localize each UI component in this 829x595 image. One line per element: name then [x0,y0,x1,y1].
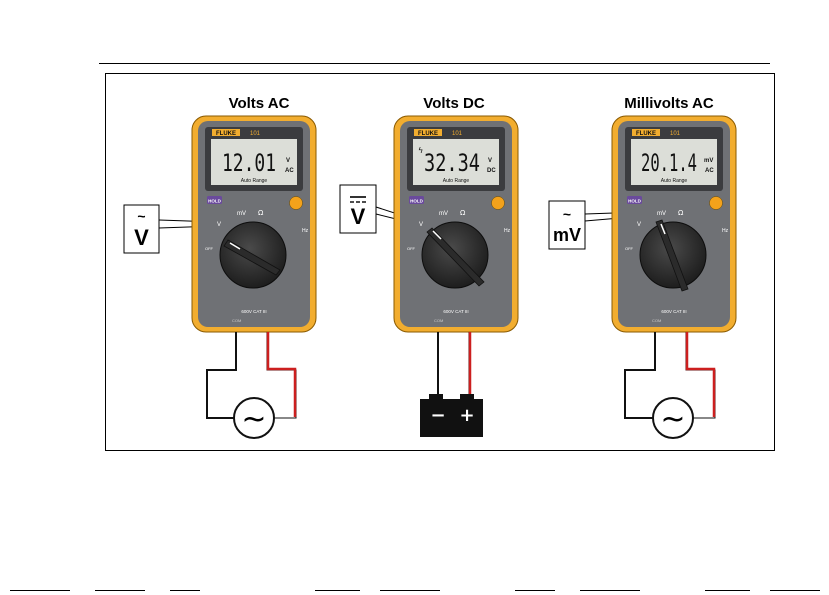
terminal-rating: 600V CAT III [443,309,468,314]
ac-source-icon: ~ [660,402,685,437]
panel-volts-ac: Volts AC ~ V FLUKE 101 12.01 V AC Auto R… [124,95,316,438]
lcd-reading: 12.01 [222,149,276,177]
auto-range-label: Auto Range [661,178,688,184]
lcd-unit: mV [704,158,713,164]
dial-label-ohm: Ω [460,209,466,217]
lcd-unit-mode: DC [487,168,496,174]
dial-label-hz: Hz [302,228,309,234]
page-edge-marks [0,586,829,595]
dial-label-mv: mV [237,211,246,217]
terminal-com-label: COM [232,318,241,323]
dial-label-ohm: Ω [678,209,684,217]
test-lead-black [207,332,236,418]
dial-label-mv: mV [657,211,666,217]
test-lead-black [625,332,655,418]
dial-label-hz: Hz [504,228,511,234]
dial-label-off: OFF [407,246,416,251]
callout-symbol: V [351,204,366,229]
hold-label: HOLD [628,199,641,204]
ac-tilde-icon: ~ [137,208,145,224]
auto-range-label: Auto Range [443,178,470,184]
callout-symbol: mV [553,225,581,245]
hold-label: HOLD [208,199,221,204]
battery-minus-icon: − [430,405,445,426]
panel-title: Volts AC [229,95,290,112]
lcd-unit: V [488,158,492,164]
callout-symbol: V [134,225,149,250]
battery-plus-icon: + [459,405,474,426]
lcd-unit-mode: AC [705,168,714,174]
model-number: 101 [452,131,463,137]
lcd-unit-mode: AC [285,168,294,174]
brand-text: FLUKE [636,131,656,137]
lcd-reading: 20.1.4 [641,149,697,177]
brand-text: FLUKE [216,131,236,137]
ac-source-icon: ~ [241,402,266,437]
hold-label: HOLD [410,199,423,204]
lcd-reading: 32.34 [424,149,480,177]
terminal-com-label: COM [652,318,661,323]
terminal-rating: 600V CAT III [661,309,686,314]
panel-millivolts-ac: Millivolts AC ~ mV FLUKE 101 20.1.4 mV A… [549,95,736,438]
test-lead-red-outline [686,332,715,418]
lcd-unit: V [286,158,290,164]
dial-label-v: V [217,222,221,228]
terminal-com-label: COM [434,318,443,323]
test-lead-red-outline [267,332,296,418]
backlight-button[interactable] [290,197,303,210]
dial-label-hz: Hz [722,228,729,234]
panel-title: Millivolts AC [624,95,714,112]
dial-label-ohm: Ω [258,209,264,217]
test-lead-red [687,332,714,417]
dial-label-off: OFF [625,246,634,251]
model-number: 101 [670,131,681,137]
dial-label-v: V [637,222,641,228]
dial-label-mv: mV [439,211,448,217]
panel-volts-dc: Volts DC V FLUKE 101 ϟ 32.34 V DC Auto R… [340,95,518,437]
test-lead-red [268,332,295,417]
brand-text: FLUKE [418,131,438,137]
backlight-button[interactable] [710,197,723,210]
ac-tilde-icon: ~ [563,206,571,222]
backlight-button[interactable] [492,197,505,210]
battery: − + [420,394,483,437]
terminal-rating: 600V CAT III [241,309,266,314]
dial-label-v: V [419,222,423,228]
dial-label-off: OFF [205,246,214,251]
auto-range-label: Auto Range [241,178,268,184]
lcd-warning-icon: ϟ [418,146,423,155]
model-number: 101 [250,131,261,137]
panel-title: Volts DC [423,95,485,112]
